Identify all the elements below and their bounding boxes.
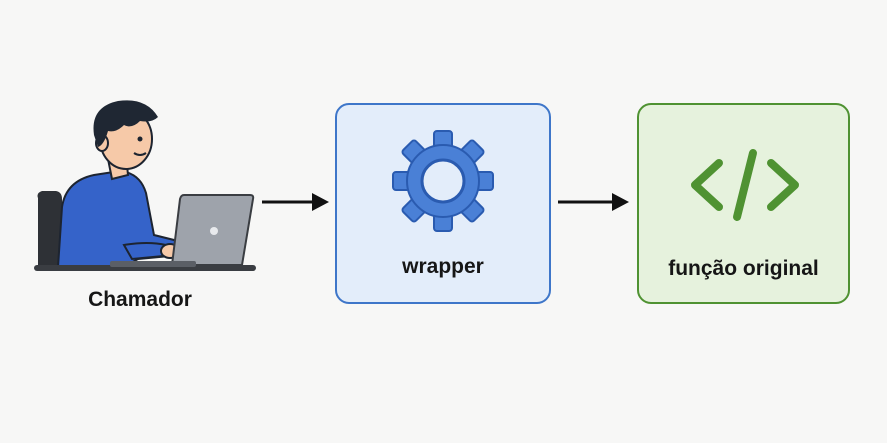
original-function-label: função original bbox=[668, 257, 819, 280]
arrow-caller-to-wrapper bbox=[262, 193, 329, 211]
wrapper-label: wrapper bbox=[402, 255, 484, 278]
caller-label: Chamador bbox=[88, 288, 192, 311]
arrow-wrapper-to-original bbox=[558, 193, 629, 211]
person-at-laptop-icon bbox=[34, 100, 256, 271]
wrapper-node: wrapper bbox=[335, 103, 551, 304]
gear-icon bbox=[392, 130, 494, 232]
caller-node: Chamador bbox=[28, 95, 263, 311]
code-brackets-icon bbox=[691, 149, 799, 221]
original-function-node: função original bbox=[637, 103, 850, 304]
